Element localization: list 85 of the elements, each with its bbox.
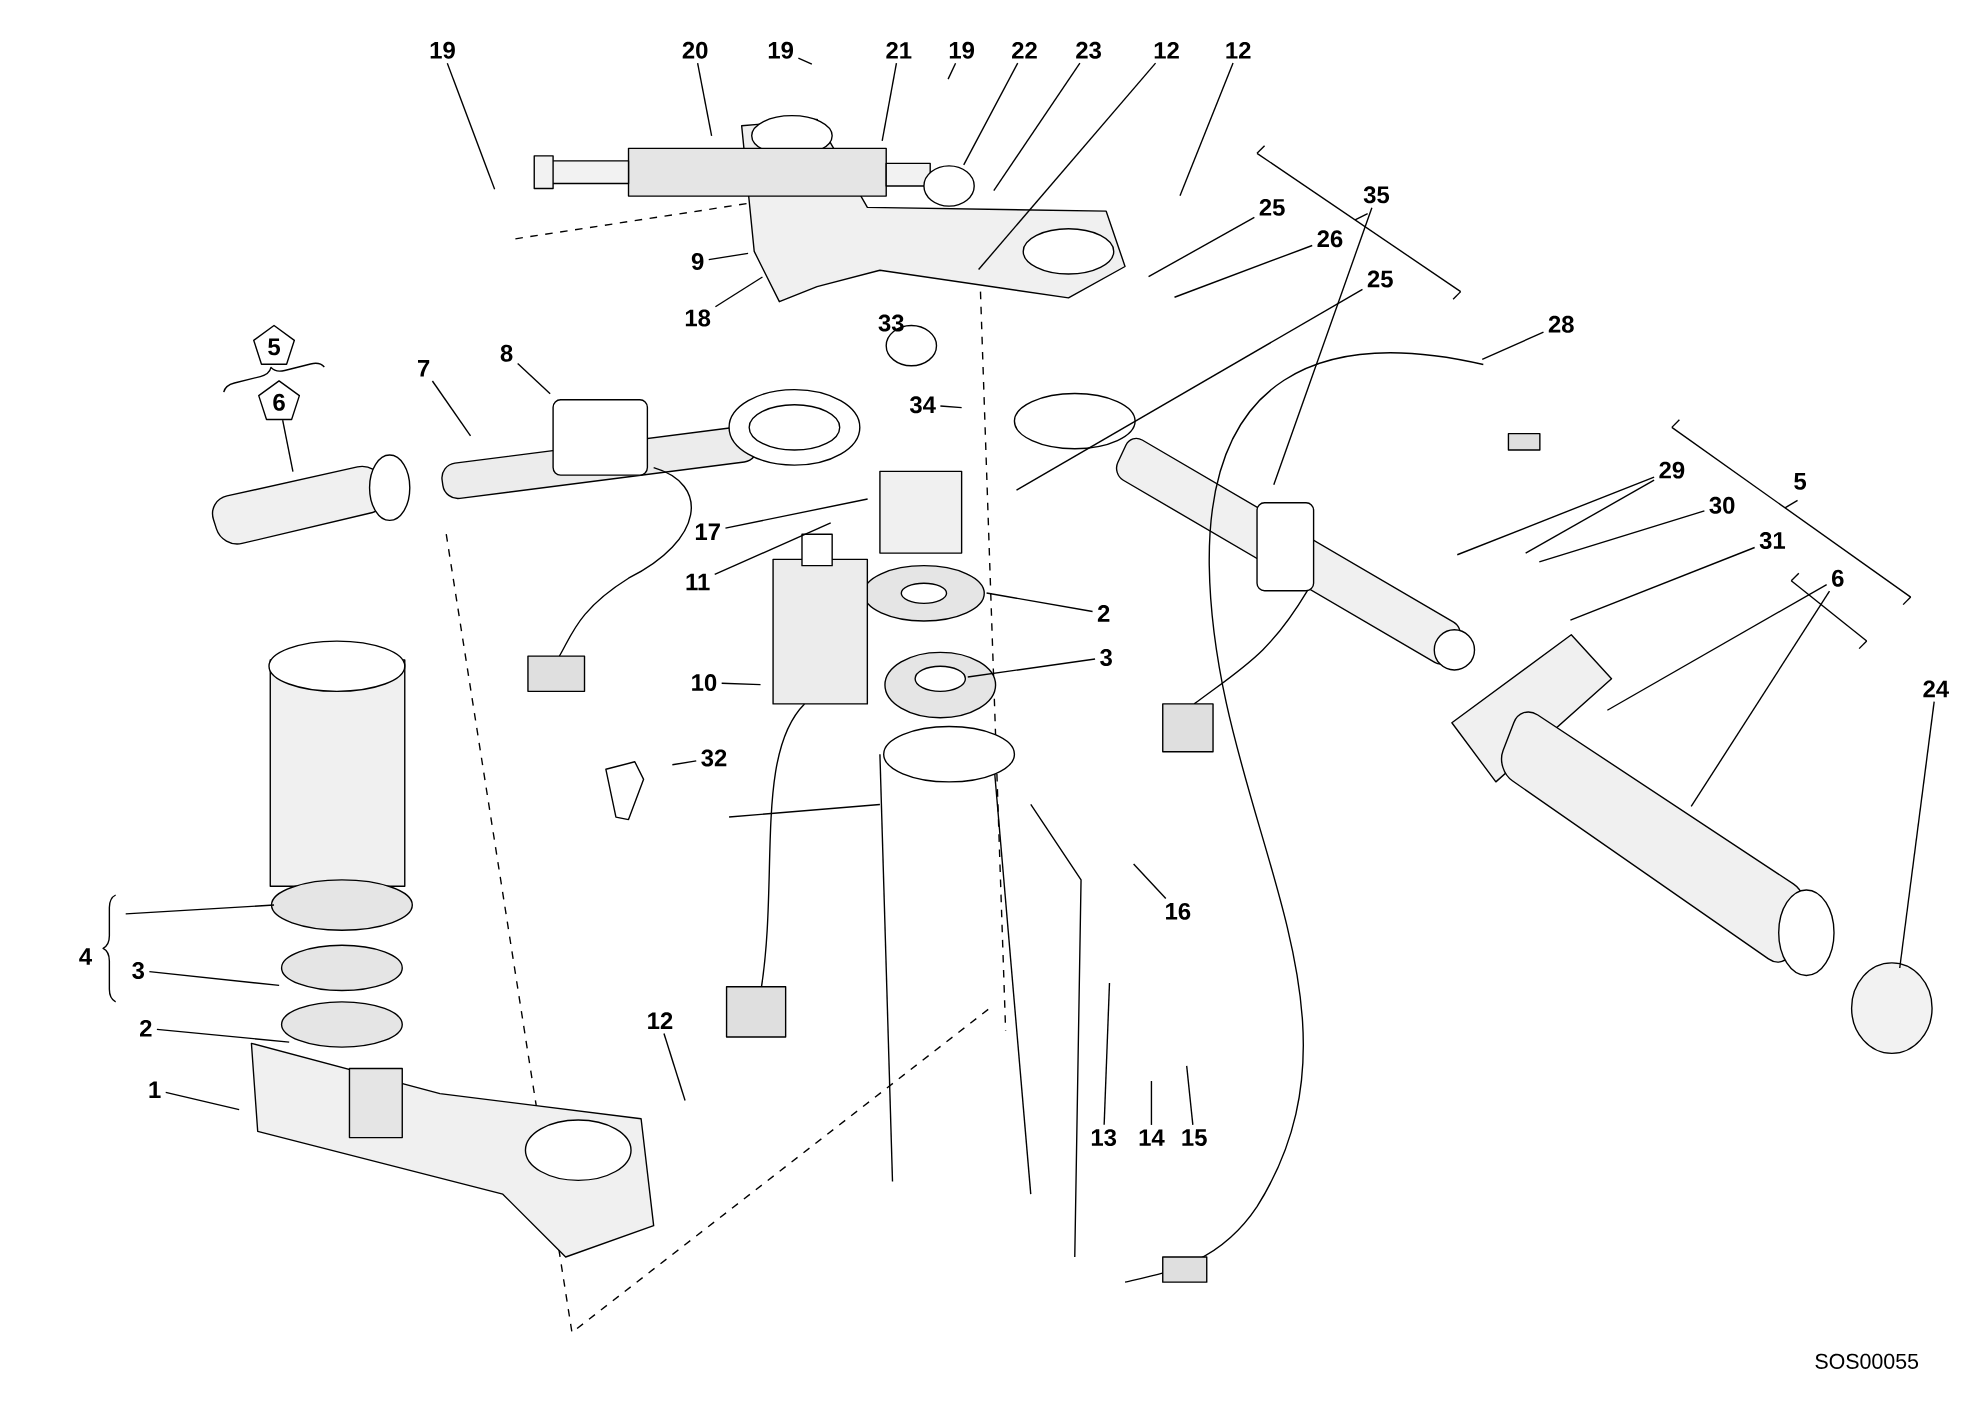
- callout-number: 32: [701, 749, 727, 767]
- leader-line: [1569, 546, 1756, 621]
- callout-number: 25: [1367, 270, 1393, 288]
- leader-line: [1150, 1080, 1153, 1126]
- callout-number: 11: [686, 573, 710, 591]
- leader-line: [721, 682, 762, 686]
- leader-line: [1103, 982, 1111, 1126]
- leader-line: [1015, 288, 1364, 491]
- leader-line: [977, 62, 1157, 271]
- leader-line: [165, 1091, 240, 1111]
- leader-line: [663, 1032, 686, 1101]
- callout-number: 4: [79, 948, 92, 965]
- leader-line: [939, 405, 963, 409]
- callout-number: 5: [1794, 472, 1807, 490]
- callout-number: 14: [1139, 1129, 1165, 1146]
- callout-number: 13: [1091, 1128, 1117, 1146]
- leader-line: [1899, 700, 1935, 969]
- callout-number: 12: [648, 1012, 673, 1029]
- leader-line: [671, 760, 697, 766]
- drawing-code: SOS00055: [1815, 1353, 1919, 1369]
- callout-number: 9: [691, 252, 704, 270]
- callout-number: 20: [682, 41, 708, 59]
- leader-line: [1147, 216, 1256, 278]
- leader-line: [431, 380, 472, 437]
- callout-number: 7: [418, 359, 430, 377]
- callout-number: 22: [1012, 41, 1037, 59]
- callout-number: 31: [1759, 531, 1786, 549]
- leader-line: [1538, 509, 1706, 563]
- leader-line: [881, 62, 898, 142]
- callout-number: 15: [1182, 1129, 1207, 1146]
- leader-line: [947, 62, 957, 80]
- callout-number: 19: [768, 41, 794, 59]
- leader-line: [281, 419, 294, 473]
- callout-number: 35: [1363, 186, 1390, 204]
- leader-line: [985, 592, 1094, 612]
- leader-line: [1273, 206, 1373, 486]
- leader-line: [967, 658, 1096, 678]
- leader-line: [714, 522, 832, 575]
- callout-number: 21: [886, 41, 912, 59]
- leader-line: [708, 252, 749, 261]
- callout-number: 26: [1317, 230, 1343, 248]
- leader-line: [148, 970, 280, 986]
- callout-number: 2: [140, 1019, 152, 1037]
- pentagon-callout: 5: [253, 324, 296, 365]
- leader-line: [1524, 479, 1655, 554]
- leader-line: [446, 62, 496, 190]
- callout-number: 12: [1226, 41, 1251, 59]
- leader-line: [1456, 476, 1655, 556]
- callout-number: 16: [1166, 902, 1191, 920]
- leader-line: [156, 1028, 290, 1043]
- leader-line: [724, 498, 869, 529]
- callout-number: 18: [685, 309, 711, 327]
- leader-line: [1173, 244, 1313, 298]
- callout-number: 2: [1097, 604, 1110, 622]
- callout-number: 10: [692, 673, 717, 691]
- callout-number: 19: [949, 41, 975, 59]
- callout-number: 29: [1659, 461, 1685, 479]
- callout-number: 33: [878, 314, 904, 332]
- callout-number: 6: [1832, 569, 1844, 587]
- leader-line: [1186, 1065, 1194, 1126]
- callout-number: 19: [430, 41, 455, 59]
- leader-line: [797, 57, 813, 65]
- leader-line: [1179, 62, 1234, 197]
- callout-number: 12: [1154, 41, 1179, 59]
- callout-number: 30: [1709, 496, 1735, 514]
- pentagon-callout: 6: [258, 380, 301, 421]
- callout-number: 1: [149, 1081, 161, 1098]
- callout-number: 3: [1100, 648, 1112, 666]
- leader-line: [696, 62, 713, 137]
- leader-line: [1690, 590, 1831, 807]
- callout-number: 17: [695, 523, 720, 540]
- callout-number: 3: [132, 961, 145, 979]
- leader-line: [517, 362, 551, 395]
- callout-number: 28: [1548, 315, 1574, 333]
- leader-line: [963, 62, 1019, 166]
- leader-line: [1132, 863, 1167, 899]
- callout-number: 25: [1259, 198, 1285, 216]
- callout-number: 24: [1923, 680, 1949, 697]
- leader-line: [714, 276, 764, 308]
- callout-number: 34: [909, 396, 936, 414]
- leader-line: [1606, 583, 1828, 711]
- callout-number: 23: [1076, 41, 1101, 59]
- leader-line: [993, 62, 1081, 192]
- callout-number: 8: [500, 344, 513, 362]
- leader-line: [1481, 331, 1545, 360]
